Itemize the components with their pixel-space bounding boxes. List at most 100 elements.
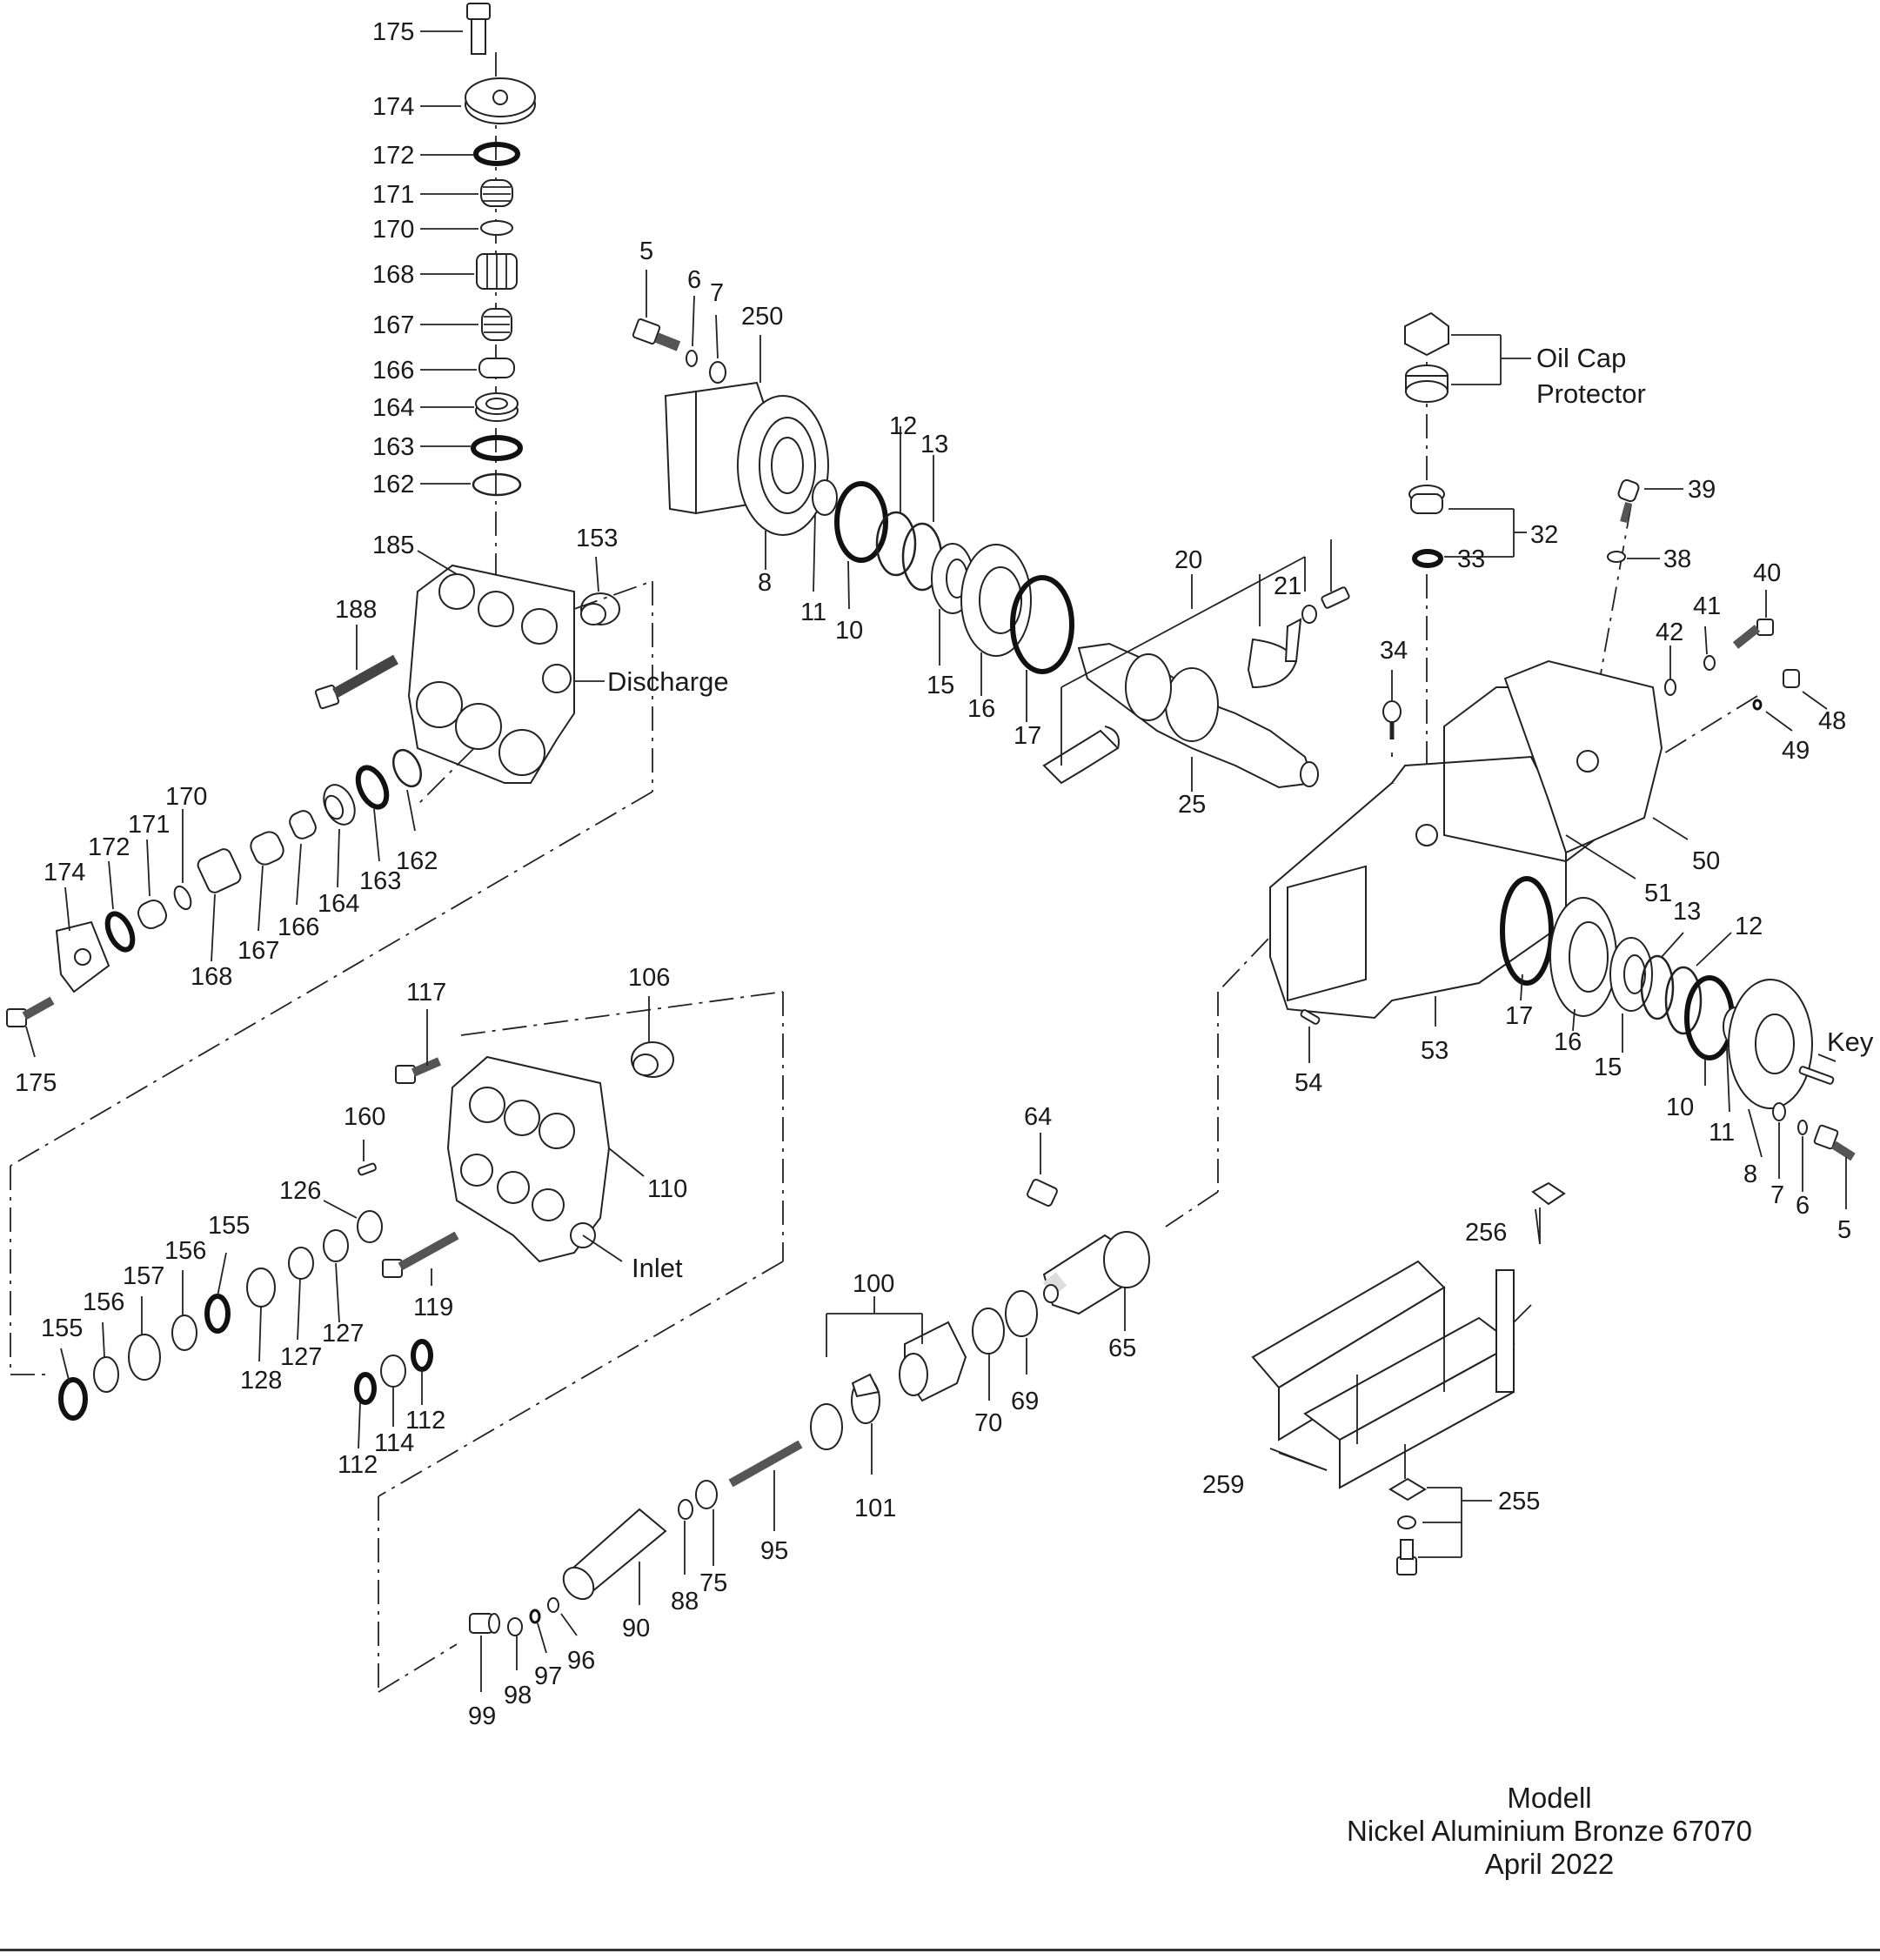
part-117-bolt — [395, 1057, 441, 1084]
label-250: 250 — [741, 303, 783, 331]
label-101: 101 — [854, 1495, 896, 1522]
label-12-right: 12 — [1735, 913, 1763, 940]
label-164-left: 164 — [318, 890, 359, 918]
label-11-left: 11 — [800, 599, 826, 626]
label-10-left: 10 — [835, 617, 863, 645]
label-48: 48 — [1818, 707, 1846, 735]
part-175-top-bolt — [466, 3, 491, 55]
leader-lines — [25, 30, 1847, 1692]
label-17-right: 17 — [1505, 1002, 1533, 1030]
model-name: Nickel Aluminium Bronze 67070 — [1347, 1815, 1752, 1847]
label-106: 106 — [628, 964, 670, 992]
label-33: 33 — [1457, 545, 1485, 573]
label-7-left: 7 — [710, 279, 724, 307]
label-21: 21 — [1274, 572, 1301, 600]
part-166-top-valve — [478, 358, 515, 378]
part-34-eyebolt — [1382, 700, 1402, 739]
label-inlet: Inlet — [632, 1253, 683, 1283]
part-64-pin — [1027, 1179, 1058, 1207]
label-95: 95 — [760, 1537, 788, 1565]
part-49-oring — [1752, 699, 1763, 711]
plunger-assembly — [469, 1179, 1150, 1636]
label-174-top: 174 — [372, 93, 414, 121]
part-41-clip — [1703, 655, 1716, 671]
part-256-plate — [1531, 1181, 1566, 1206]
label-16-left: 16 — [967, 695, 995, 723]
label-162-left: 162 — [396, 847, 438, 875]
part-32-breather — [1408, 485, 1445, 514]
part-98-washer — [507, 1617, 523, 1636]
label-128: 128 — [240, 1367, 282, 1395]
label-157: 157 — [123, 1262, 164, 1290]
label-170-top: 170 — [372, 216, 414, 244]
label-7-right: 7 — [1770, 1181, 1784, 1209]
part-48-plug — [1783, 669, 1800, 688]
part-53-crankcase — [1269, 755, 1567, 1020]
label-114: 114 — [374, 1429, 414, 1457]
part-126-ring — [357, 1210, 383, 1243]
crankshaft-assembly — [632, 318, 1350, 789]
part-185-discharge-manifold — [407, 564, 575, 784]
label-54: 54 — [1295, 1069, 1322, 1097]
oil-cap-protector — [1404, 311, 1449, 403]
label-40: 40 — [1753, 559, 1781, 587]
label-90: 90 — [622, 1615, 650, 1642]
right-bearing-group — [1500, 876, 1856, 1161]
part-168-top-cage — [476, 253, 518, 290]
left-valve-stack — [6, 748, 422, 1027]
label-75: 75 — [699, 1569, 727, 1597]
label-11-right: 11 — [1709, 1119, 1735, 1147]
label-38: 38 — [1663, 545, 1691, 573]
part-255-fastener-set — [1388, 1477, 1427, 1575]
label-15-right: 15 — [1594, 1054, 1622, 1081]
label-13-right: 13 — [1673, 898, 1701, 926]
part-99-nut — [469, 1613, 500, 1634]
label-156-lower: 156 — [83, 1288, 124, 1316]
label-117: 117 — [406, 979, 446, 1007]
part-69-ring — [1005, 1290, 1038, 1337]
label-171-left: 171 — [128, 811, 170, 839]
label-34: 34 — [1380, 637, 1408, 665]
label-256: 256 — [1465, 1219, 1507, 1247]
part-167-top-spring — [481, 308, 512, 341]
part-162-top-backup-ring — [472, 472, 522, 497]
part-88-clip — [678, 1499, 693, 1520]
label-167-top: 167 — [372, 311, 414, 339]
label-259: 259 — [1202, 1471, 1244, 1499]
part-90-plunger — [562, 1508, 667, 1601]
part-119-bolt — [382, 1231, 459, 1278]
part-110-inlet-manifold — [446, 1055, 611, 1263]
label-168-left: 168 — [191, 963, 232, 991]
label-162-top: 162 — [372, 471, 414, 498]
part-8-flange — [737, 395, 829, 536]
label-protector: Protector — [1536, 378, 1646, 409]
part-188-long-bolt — [314, 654, 398, 710]
label-166-top: 166 — [372, 357, 414, 385]
part-101-flinger — [851, 1373, 880, 1424]
label-6-left: 6 — [687, 266, 701, 294]
part-39-dipstick — [1617, 478, 1640, 524]
label-98: 98 — [504, 1682, 532, 1709]
label-97: 97 — [534, 1662, 562, 1690]
label-5-right: 5 — [1837, 1216, 1851, 1244]
part-54-pin — [1300, 1009, 1321, 1025]
label-53: 53 — [1421, 1037, 1448, 1065]
label-100: 100 — [853, 1270, 894, 1298]
label-41: 41 — [1693, 592, 1721, 620]
label-163-top: 163 — [372, 433, 414, 461]
part-160-pin — [358, 1162, 377, 1176]
part-259-base-rails — [1251, 1260, 1515, 1489]
part-33-oring — [1412, 549, 1443, 568]
label-174-left: 174 — [43, 859, 85, 886]
label-164-top: 164 — [372, 394, 414, 422]
part-100-sleeve — [899, 1321, 967, 1402]
label-42: 42 — [1656, 619, 1683, 646]
label-112-left: 112 — [338, 1451, 378, 1479]
label-185: 185 — [372, 532, 414, 559]
part-97-oring — [529, 1609, 541, 1624]
label-155-lower: 155 — [41, 1314, 83, 1342]
label-17-left: 17 — [1014, 722, 1041, 750]
label-188: 188 — [335, 596, 377, 624]
label-10-right: 10 — [1666, 1094, 1694, 1121]
